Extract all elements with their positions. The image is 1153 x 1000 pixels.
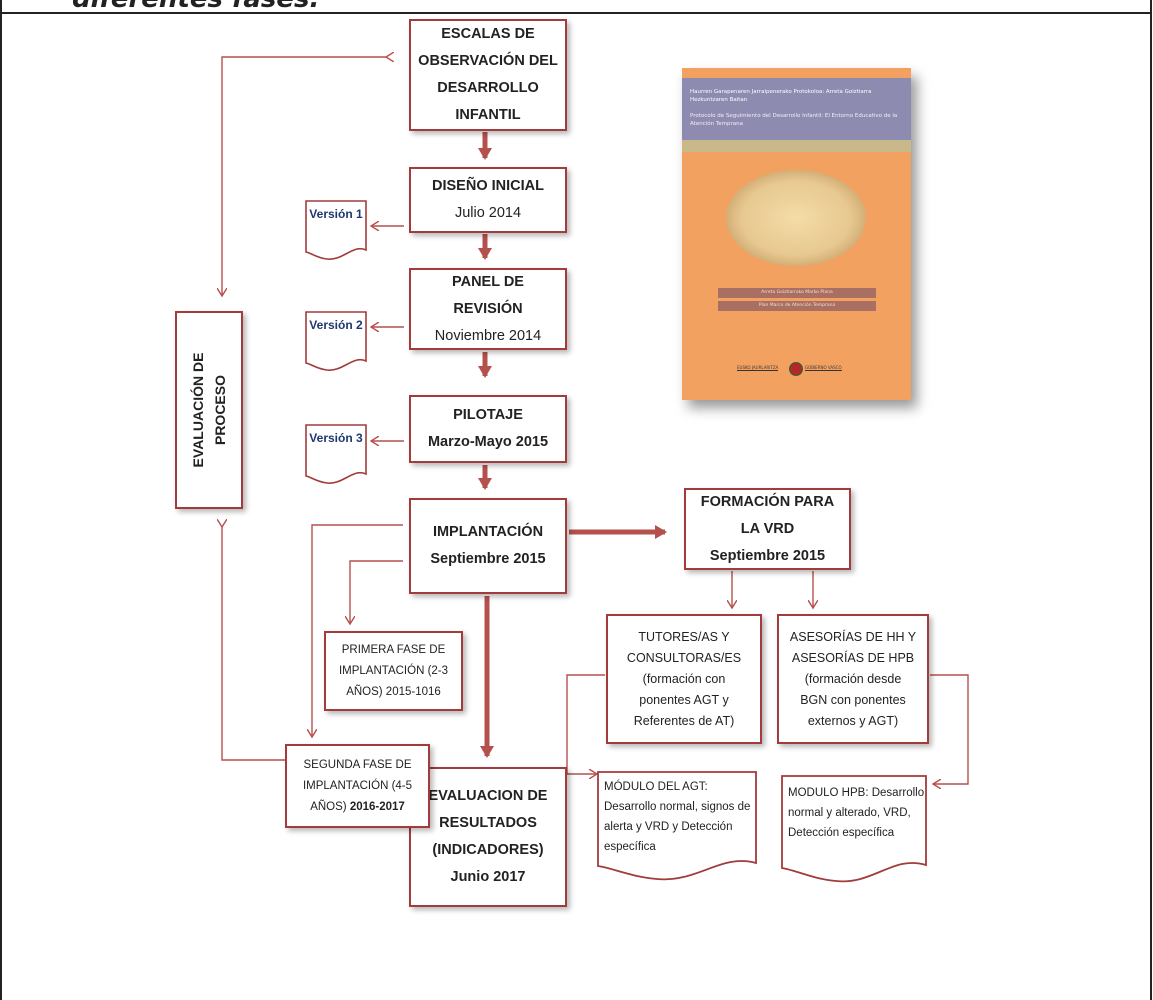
modulo-agt-line-1: MÓDULO DEL AGT: bbox=[604, 781, 708, 793]
protocol-cover-image: Haurren Garapenaren Jarraipenerako Proto… bbox=[682, 68, 911, 400]
escalas-line-2: OBSERVACIÓN DEL bbox=[418, 53, 558, 69]
version-2-number: 2 bbox=[356, 318, 363, 332]
modulo-agt-text: MÓDULO DEL AGT: Desarrollo normal, signo… bbox=[597, 777, 757, 857]
asesorias-box: ASESORÍAS DE HH Y ASESORÍAS DE HPB (form… bbox=[777, 614, 929, 744]
cover-title: Haurren Garapenaren Jarraipenerako Proto… bbox=[690, 89, 872, 103]
tutores-box: TUTORES/AS Y CONSULTORAS/ES (formación c… bbox=[606, 614, 762, 744]
panel-title-2: REVISIÓN bbox=[453, 300, 523, 317]
cover-bar-1: Arreta Goiztiarrako Marko Plana bbox=[718, 288, 876, 298]
table-border-right bbox=[1150, 0, 1152, 1000]
table-border-top bbox=[0, 12, 1152, 14]
primera-fase-line-3: AÑOS) 2015-1016 bbox=[346, 685, 441, 698]
modulo-agt-line-4: y Detección específica bbox=[604, 821, 733, 853]
cover-strip bbox=[682, 140, 911, 152]
evaluacion-resultados-box: EVALUACION DE RESULTADOS (INDICADORES) J… bbox=[409, 767, 567, 907]
primera-fase-line-2: IMPLANTACIÓN (2-3 bbox=[338, 664, 449, 677]
cover-subtitle: Protocolo de Seguimiento del Desarrollo … bbox=[690, 113, 898, 127]
version-1-doc-shape bbox=[305, 200, 367, 260]
implantacion-box: IMPLANTACIÓN Septiembre 2015 bbox=[409, 498, 567, 594]
logo-emblem bbox=[789, 362, 803, 376]
asesorias-line-2: ASESORÍAS DE HPB bbox=[791, 650, 915, 665]
primera-fase-box: PRIMERA FASE DE IMPLANTACIÓN (2-3 AÑOS) … bbox=[324, 631, 463, 711]
asesorias-line-5: externos y AGT) bbox=[807, 713, 899, 728]
primera-fase-line-1: PRIMERA FASE DE bbox=[341, 643, 446, 656]
version-2-doc: Versión 2 bbox=[305, 311, 367, 373]
diseno-inicial-box: DISEÑO INICIAL Julio 2014 bbox=[409, 167, 567, 233]
evaluacion-proceso-line-1: EVALUACIÓN DE bbox=[190, 352, 206, 468]
version-2-label: Versión 2 bbox=[305, 316, 367, 335]
tutores-line-2: CONSULTORAS/ES bbox=[626, 650, 742, 665]
version-1-word: Versión bbox=[309, 207, 353, 221]
modulo-agt-line-2: Desarrollo normal, bbox=[604, 801, 698, 813]
segunda-fase-line-3: AÑOS) 2016-2017 bbox=[310, 797, 405, 818]
modulo-hpb-line-1: MODULO HPB: bbox=[788, 787, 869, 799]
escalas-box: ESCALAS DE OBSERVACIÓN DEL DESARROLLO IN… bbox=[409, 19, 567, 131]
modulo-agt-doc: MÓDULO DEL AGT: Desarrollo normal, signo… bbox=[597, 771, 757, 884]
modulo-agt-doc-shape bbox=[597, 771, 757, 881]
panel-revision-box: PANEL DE REVISIÓN Noviembre 2014 bbox=[409, 268, 567, 350]
pilotaje-box: PILOTAJE Marzo-Mayo 2015 bbox=[409, 395, 567, 463]
segunda-fase-box: SEGUNDA FASE DE IMPLANTACIÓN (4-5 AÑOS) … bbox=[285, 744, 430, 828]
version-3-doc: Versión 3 bbox=[305, 424, 367, 486]
escalas-line-4: INFANTIL bbox=[455, 107, 521, 123]
header-text: diferentes fases. bbox=[72, 0, 319, 14]
segunda-fase-line-2: IMPLANTACIÓN (4-5 bbox=[302, 779, 413, 792]
evaluacion-resultados-line-4: Junio 2017 bbox=[450, 869, 526, 885]
segunda-fase-line-1: SEGUNDA FASE DE bbox=[303, 758, 412, 771]
version-3-doc-shape bbox=[305, 424, 367, 484]
panel-title-1: PANEL DE bbox=[452, 273, 524, 290]
segunda-fase-line-3a: AÑOS) bbox=[310, 800, 350, 813]
asesorias-line-1: ASESORÍAS DE HH Y bbox=[789, 629, 917, 644]
tutores-line-4: ponentes AGT y bbox=[639, 692, 729, 707]
evaluacion-resultados-line-3: (INDICADORES) bbox=[432, 842, 544, 858]
evaluacion-proceso-line-2: PROCESO bbox=[212, 375, 228, 446]
diseno-title: DISEÑO INICIAL bbox=[432, 178, 544, 194]
modulo-hpb-doc-shape bbox=[781, 775, 927, 883]
version-2-word: Versión bbox=[309, 318, 353, 332]
panel-date: Noviembre 2014 bbox=[434, 327, 542, 344]
cover-bar-2: Plan Marco de Atención Temprana bbox=[718, 301, 876, 311]
escalas-line-3: DESARROLLO bbox=[437, 80, 539, 96]
version-3-number: 3 bbox=[356, 431, 363, 445]
modulo-hpb-text: MODULO HPB: Desarrollo normal y alterado… bbox=[781, 783, 927, 843]
modulo-agt-line-3: signos de alerta y VRD bbox=[604, 801, 751, 833]
gobierno-vasco-logo: EUSKO JAURLARITZA GOBIERNO VASCO bbox=[737, 362, 853, 376]
evaluacion-resultados-line-2: RESULTADOS bbox=[439, 815, 537, 831]
evaluacion-proceso-box: EVALUACIÓN DE PROCESO bbox=[175, 311, 243, 509]
version-1-label: Versión 1 bbox=[305, 205, 367, 224]
cover-title-band: Haurren Garapenaren Jarraipenerako Proto… bbox=[682, 78, 911, 140]
formacion-vrd-box: FORMACIÓN PARA LA VRD Septiembre 2015 bbox=[684, 488, 851, 570]
tutores-line-1: TUTORES/AS Y bbox=[638, 629, 730, 644]
evaluacion-resultados-line-1: EVALUACION DE bbox=[428, 788, 548, 804]
evaluacion-proceso-text: EVALUACIÓN DE PROCESO bbox=[187, 311, 231, 509]
asesorias-line-4: BGN con ponentes bbox=[800, 692, 906, 707]
table-border-left bbox=[0, 0, 2, 1000]
logo-text-left: EUSKO JAURLARITZA bbox=[737, 365, 779, 371]
wood-slice-image bbox=[726, 170, 866, 266]
pilotaje-title: PILOTAJE bbox=[453, 407, 523, 423]
modulo-hpb-doc: MODULO HPB: Desarrollo normal y alterado… bbox=[781, 775, 927, 885]
modulo-hpb-line-2: Desarrollo normal y bbox=[788, 787, 925, 819]
modulo-hpb-line-3: alterado, VRD, bbox=[835, 807, 911, 819]
tutores-line-5: Referentes de AT) bbox=[633, 713, 735, 728]
version-1-doc: Versión 1 bbox=[305, 200, 367, 262]
asesorias-line-3: (formación desde bbox=[804, 671, 902, 686]
implantacion-title: IMPLANTACIÓN bbox=[432, 524, 544, 540]
segunda-fase-years: 2016-2017 bbox=[349, 800, 405, 813]
pilotaje-date: Marzo-Mayo 2015 bbox=[427, 434, 549, 450]
version-3-label: Versión 3 bbox=[305, 429, 367, 448]
version-1-number: 1 bbox=[356, 207, 363, 221]
version-3-word: Versión bbox=[309, 431, 353, 445]
tutores-line-3: (formación con bbox=[642, 671, 726, 686]
logo-text-right: GOBIERNO VASCO bbox=[805, 365, 842, 371]
modulo-hpb-line-4: Detección específica bbox=[788, 827, 895, 839]
implantacion-date: Septiembre 2015 bbox=[430, 551, 546, 567]
version-2-doc-shape bbox=[305, 311, 367, 371]
formacion-date: Septiembre 2015 bbox=[709, 547, 826, 564]
diseno-date: Julio 2014 bbox=[454, 205, 522, 221]
escalas-line-1: ESCALAS DE bbox=[441, 26, 535, 42]
formacion-title-1: FORMACIÓN PARA bbox=[700, 493, 835, 510]
formacion-title-2: LA VRD bbox=[740, 520, 795, 537]
